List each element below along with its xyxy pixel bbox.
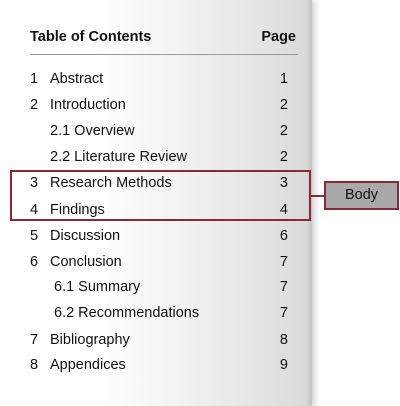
- toc-entry-label: Conclusion: [50, 254, 122, 270]
- toc-entry-page: 8: [279, 332, 288, 348]
- toc-entry-page: 7: [279, 305, 288, 321]
- toc-header-divider: [30, 54, 298, 55]
- toc-entry-number: 3: [30, 175, 39, 191]
- document-page: Table of Contents Page 1 Abstract 1 2 In…: [0, 0, 312, 406]
- toc-entry-page: 9: [279, 357, 288, 373]
- toc-header: Table of Contents Page: [30, 29, 298, 51]
- toc-entry-literature-review[interactable]: 2.2 Literature Review 2: [30, 149, 288, 169]
- toc-entry-number: 4: [30, 202, 39, 218]
- toc-entry-page: 2: [279, 149, 288, 165]
- toc-entry-research-methods[interactable]: 3 Research Methods 3: [30, 175, 288, 195]
- toc-entry-page: 7: [279, 254, 288, 270]
- toc-entry-page: 2: [279, 97, 288, 113]
- toc-entry-introduction[interactable]: 2 Introduction 2: [30, 97, 288, 117]
- toc-entry-label: 2.2 Literature Review: [50, 149, 188, 165]
- toc-entry-number: 1: [30, 71, 39, 87]
- toc-entry-bibliography[interactable]: 7 Bibliography 8: [30, 332, 288, 352]
- toc-entry-abstract[interactable]: 1 Abstract 1: [30, 71, 288, 91]
- toc-entry-overview[interactable]: 2.1 Overview 2: [30, 123, 288, 143]
- toc-entry-page: 1: [279, 71, 288, 87]
- toc-title: Table of Contents: [30, 29, 152, 45]
- toc-entry-findings[interactable]: 4 Findings 4: [30, 202, 288, 222]
- toc-entry-page: 6: [279, 228, 288, 244]
- body-callout-label: Body: [324, 181, 399, 210]
- toc-entry-page: 4: [279, 202, 288, 218]
- toc-entry-label: 2.1 Overview: [50, 123, 135, 139]
- toc-entry-recommendations[interactable]: 6.2 Recommendations 7: [30, 305, 288, 325]
- toc-entry-label: 6.1 Summary: [54, 279, 141, 295]
- toc-entry-page: 2: [279, 123, 288, 139]
- toc-entry-label: Abstract: [50, 71, 104, 87]
- toc-entry-summary[interactable]: 6.1 Summary 7: [30, 279, 288, 299]
- toc-entry-label: Findings: [50, 202, 105, 218]
- toc-entry-number: 2: [30, 97, 39, 113]
- toc-entry-label: 6.2 Recommendations: [54, 305, 200, 321]
- body-section-highlight: [10, 170, 311, 221]
- toc-entry-label: Research Methods: [50, 175, 172, 191]
- toc-entry-conclusion[interactable]: 6 Conclusion 7: [30, 254, 288, 274]
- callout-connector-line: [311, 195, 324, 197]
- toc-entry-number: 7: [30, 332, 39, 348]
- toc-entry-number: 6: [30, 254, 39, 270]
- toc-entry-page: 3: [279, 175, 288, 191]
- toc-entry-number: 8: [30, 357, 39, 373]
- toc-entry-label: Discussion: [50, 228, 121, 244]
- toc-entry-appendices[interactable]: 8 Appendices 9: [30, 357, 288, 377]
- toc-entry-label: Introduction: [50, 97, 126, 113]
- toc-entry-label: Appendices: [50, 357, 126, 373]
- toc-page-column-header: Page: [261, 29, 296, 45]
- toc-entry-label: Bibliography: [50, 332, 130, 348]
- toc-entry-page: 7: [279, 279, 288, 295]
- toc-entry-discussion[interactable]: 5 Discussion 6: [30, 228, 288, 248]
- toc-entry-number: 5: [30, 228, 39, 244]
